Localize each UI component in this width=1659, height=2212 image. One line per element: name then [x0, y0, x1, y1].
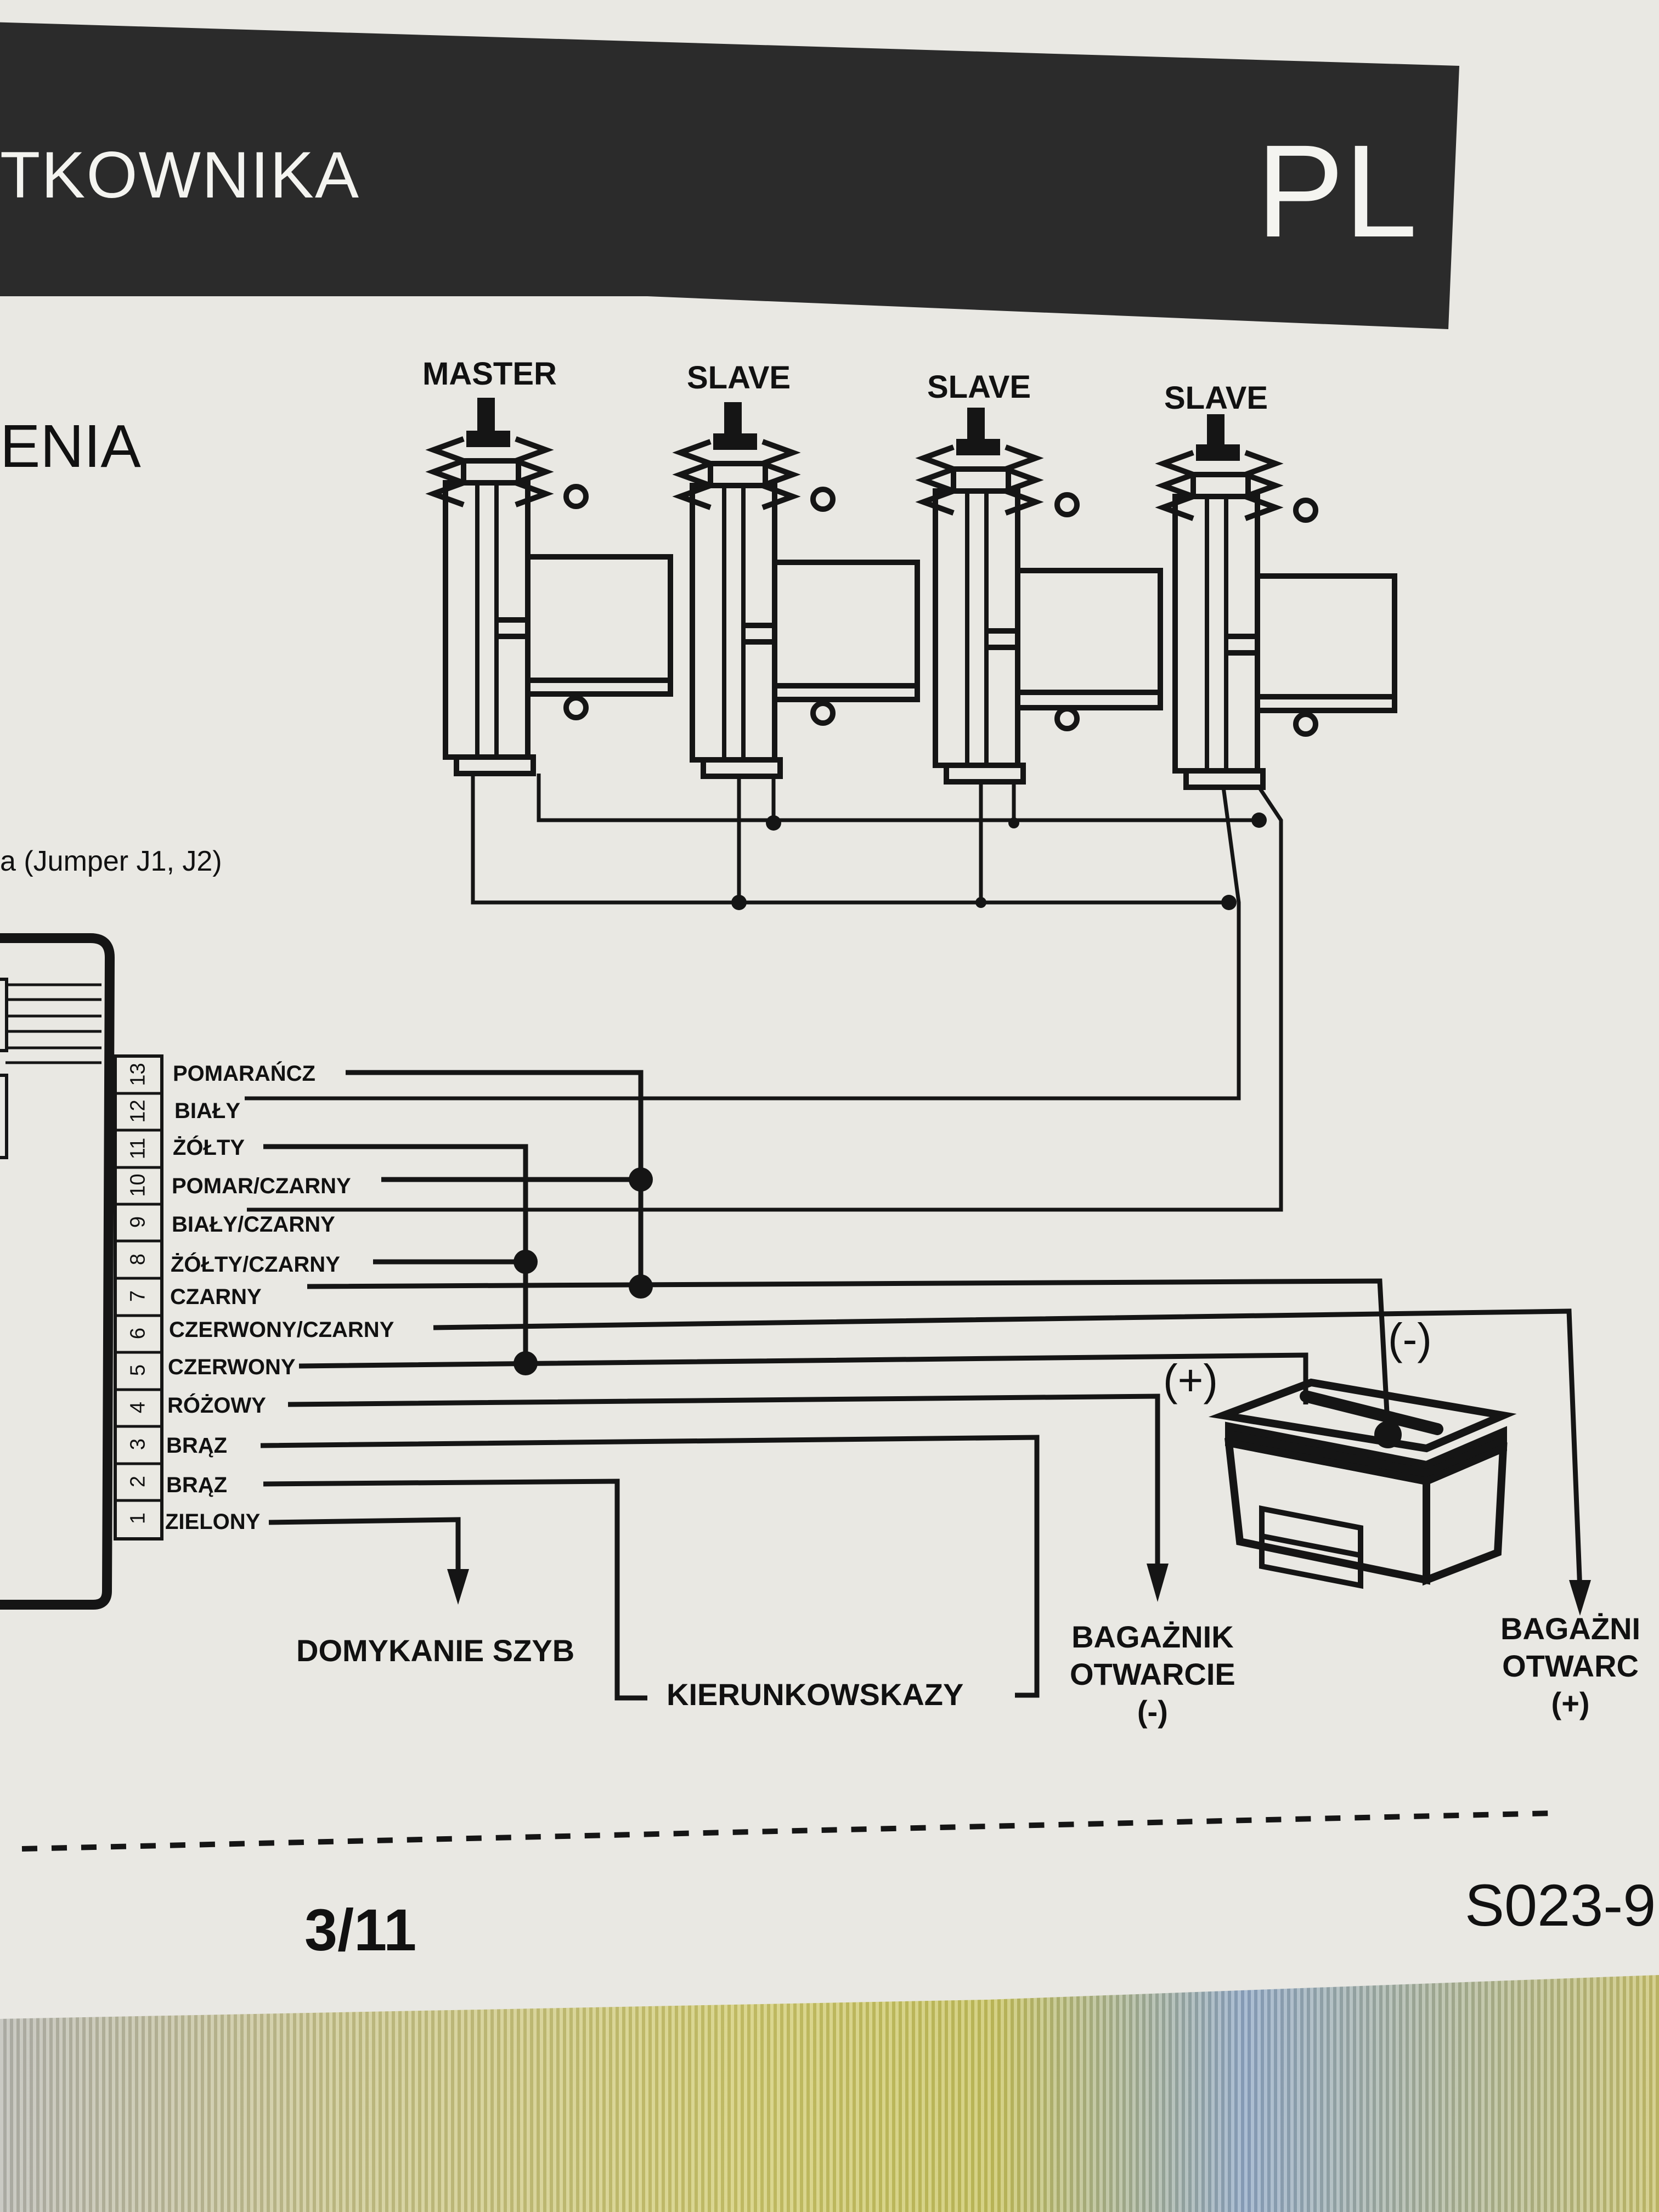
bus-junctions	[731, 812, 1267, 910]
harness-wires	[260, 1070, 1583, 1701]
actuator-slave-1	[672, 402, 920, 779]
header-band	[0, 22, 1459, 329]
dest-trunk-minus-line1: BAGAŻNIK	[1071, 1620, 1234, 1654]
battery-negative-label: (-)	[1388, 1314, 1432, 1363]
wire-label-pin-9: BIAŁY/CZARNY	[172, 1212, 335, 1237]
wire-label-pin-11: ŻÓŁTY	[173, 1136, 245, 1160]
pin-number: 2	[126, 1475, 150, 1488]
wire-pin-3	[260, 1435, 1040, 1698]
wire-label-pin-10: POMAR/CZARNY	[172, 1174, 351, 1198]
pin-number: 4	[126, 1401, 150, 1414]
pin-number: 5	[126, 1364, 150, 1376]
wire-label-pin-2: BRĄZ	[166, 1473, 228, 1497]
dest-trunk-plus-line1: BAGAŻNI	[1500, 1611, 1641, 1646]
pin-dividers	[115, 1092, 162, 1502]
wire-pin-13	[346, 1070, 644, 1284]
arrow-window-closing	[447, 1569, 469, 1605]
wire-pin-6	[433, 1308, 1583, 1592]
dest-trunk-plus-polarity: (+)	[1551, 1686, 1590, 1720]
dashed-separator	[21, 1810, 1553, 1852]
actuator-slave-3	[1155, 414, 1397, 790]
pin-number: 1	[126, 1512, 150, 1525]
actuator-motor	[525, 554, 673, 697]
connector-strip	[114, 1054, 163, 1541]
wire-label-pin-13: POMARAŃCZ	[173, 1062, 315, 1086]
pin-number: 11	[126, 1137, 150, 1160]
actuator-label-master: MASTER	[422, 356, 557, 392]
pin-number: 3	[126, 1438, 150, 1451]
dest-trunk-minus-polarity: (-)	[1137, 1694, 1168, 1729]
arrow-trunk-plus	[1569, 1580, 1591, 1616]
bus-wire-lower	[471, 774, 1229, 905]
bus-wire-upper	[537, 774, 1259, 822]
wire-label-pin-12: BIAŁY	[174, 1099, 240, 1123]
actuator-label-slave-1: SLAVE	[687, 360, 791, 396]
actuator-label-slave-3: SLAVE	[1164, 380, 1268, 416]
jumper-note: a (Jumper J1, J2)	[0, 845, 222, 877]
wire-label-pin-8: ŻÓŁTY/CZARNY	[171, 1252, 340, 1277]
wire-label-pin-3: BRĄZ	[166, 1434, 228, 1458]
pin-number: 6	[126, 1327, 150, 1340]
wire-pin-11	[263, 1144, 528, 1361]
pin-number: 9	[126, 1216, 150, 1228]
language-code: PL	[1256, 117, 1418, 264]
battery-positive-label: (+)	[1163, 1356, 1218, 1404]
wire-to-pin-9	[247, 786, 1283, 1212]
dest-trunk-minus: BAGAŻNIK OTWARCIE (-)	[1070, 1618, 1235, 1730]
pin-number: 8	[126, 1253, 150, 1266]
pin-number: 10	[126, 1173, 150, 1197]
document-code: S023-9	[1465, 1872, 1656, 1938]
wire-label-pin-7: CZARNY	[170, 1285, 262, 1309]
wire-pin-7	[307, 1278, 1391, 1432]
page-number: 3/11	[304, 1897, 417, 1963]
pin-number: 12	[126, 1099, 150, 1123]
actuator-master	[425, 398, 673, 776]
arrow-trunk-minus	[1147, 1564, 1169, 1602]
wire-label-pin-1: ZIELONY	[165, 1510, 261, 1534]
wire-label-pin-4: RÓŻOWY	[167, 1393, 266, 1418]
mount-hole	[563, 484, 589, 509]
header-title: TKOWNIKA	[0, 138, 360, 212]
dest-trunk-plus: BAGAŻNI OTWARC (+)	[1500, 1610, 1640, 1722]
pin-number: 13	[126, 1063, 150, 1086]
background-fabric	[0, 1975, 1659, 2212]
wire-label-pin-5: CZERWONY	[168, 1355, 296, 1379]
wire-pin-4	[287, 1393, 1160, 1569]
pin-number: 7	[126, 1290, 150, 1302]
actuator-label-slave-2: SLAVE	[927, 369, 1031, 405]
actuator-slave-2	[915, 408, 1163, 785]
dest-turn-signals: KIERUNKOWSKAZY	[667, 1677, 964, 1712]
dest-trunk-minus-line2: OTWARCIE	[1070, 1657, 1235, 1691]
battery-icon	[1208, 1378, 1517, 1589]
wire-pin-2	[263, 1479, 647, 1701]
wire-label-pin-6: CZERWONY/CZARNY	[169, 1318, 394, 1342]
wiring-diagram	[0, 398, 1591, 1852]
harness-junctions	[514, 1167, 653, 1375]
control-module	[0, 933, 115, 1610]
wire-pin-1	[268, 1517, 461, 1575]
wire-to-pin-12	[245, 787, 1241, 1101]
dest-trunk-plus-line2: OTWARC	[1502, 1649, 1639, 1683]
dest-window-closing: DOMYKANIE SZYB	[296, 1633, 575, 1668]
section-title: ENIA	[0, 413, 141, 480]
actuators-group	[425, 398, 1397, 790]
arrowheads	[447, 1564, 1591, 1616]
mount-hole	[563, 695, 589, 720]
